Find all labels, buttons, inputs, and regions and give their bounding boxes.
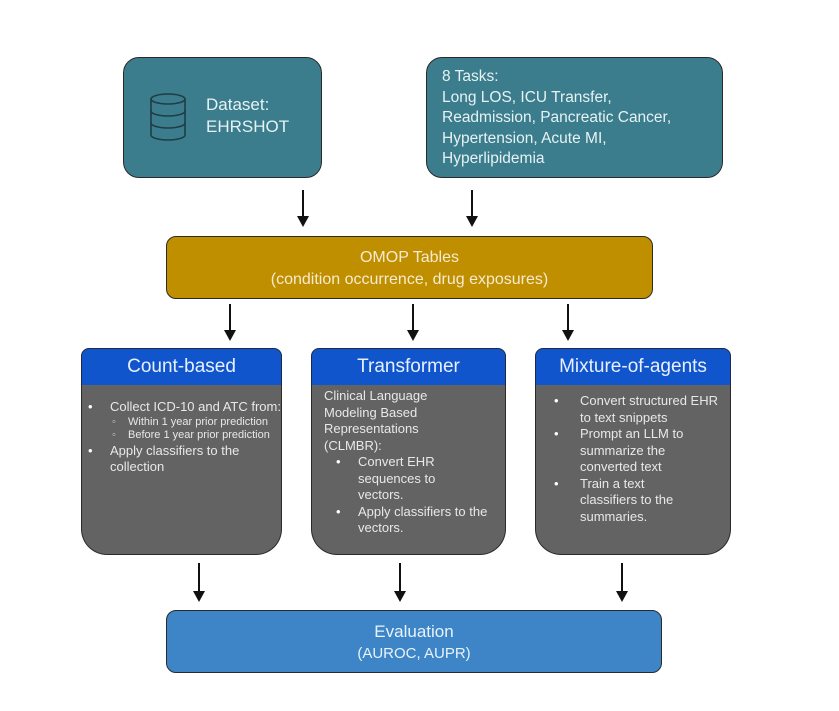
dataset-label: Dataset: EHRSHOT — [206, 94, 289, 138]
bullet-item: Apply classifiers to the collection — [82, 443, 281, 476]
sub-bullet-item: Before 1 year prior prediction — [82, 429, 281, 443]
arrow-omop-to-transformer — [407, 304, 419, 342]
arrow-dataset-to-omop — [297, 190, 309, 228]
method-title: Count-based — [81, 348, 282, 386]
tasks-line: Readmission, Pancreatic Cancer, — [442, 109, 672, 126]
omop-subtitle: (condition occurrence, drug exposures) — [270, 271, 549, 288]
dataset-label-title: Dataset: — [206, 95, 270, 114]
arrow-omop-to-count — [224, 304, 236, 342]
sub-bullet-item: Within 1 year prior prediction — [82, 416, 281, 430]
dataset-name: EHRSHOT — [206, 117, 290, 136]
tasks-line: Long LOS, ICU Transfer, — [442, 88, 612, 106]
bullet-text: Collect ICD-10 and ATC from: — [110, 399, 281, 414]
method-title: Mixture-of-agents — [535, 348, 731, 386]
database-icon — [150, 93, 186, 141]
bullet-item: Collect ICD-10 and ATC from: Within 1 ye… — [82, 399, 281, 443]
tasks-line: Hyperlipidemia — [442, 150, 545, 167]
bullet-item: Convert EHR sequences to vectors. — [324, 454, 497, 504]
arrow-transformer-to-evaluation — [394, 563, 406, 603]
arrow-count-to-evaluation — [193, 563, 205, 603]
method-body: Convert structured EHR to text snippets … — [535, 385, 731, 555]
method-body: Clinical Language Modeling Based Represe… — [311, 385, 506, 555]
method-mixture-of-agents: Mixture-of-agents Convert structured EHR… — [535, 348, 731, 555]
evaluation-box: Evaluation (AUROC, AUPR) — [166, 610, 662, 673]
method-body: Collect ICD-10 and ATC from: Within 1 ye… — [81, 385, 282, 555]
arrow-moa-to-evaluation — [616, 563, 628, 603]
tasks-line: Hypertension, Acute MI, — [442, 129, 607, 147]
bullet-item: Apply classifiers to the vectors. — [324, 504, 497, 537]
evaluation-title: Evaluation — [374, 622, 454, 641]
dataset-box: Dataset: EHRSHOT — [123, 57, 322, 178]
tasks-title: 8 Tasks: — [442, 68, 499, 85]
method-transformer: Transformer Clinical Language Modeling B… — [311, 348, 506, 555]
method-title: Transformer — [311, 348, 506, 386]
bullet-item: Convert structured EHR to text snippets — [536, 393, 730, 426]
bullet-item: Train a text classifiers to the summarie… — [536, 476, 730, 526]
method-intro: Clinical Language Modeling Based Represe… — [324, 388, 428, 453]
omop-title: OMOP Tables — [359, 249, 459, 266]
tasks-box: 8 Tasks: Long LOS, ICU Transfer, Readmis… — [426, 57, 723, 178]
evaluation-subtitle: (AUROC, AUPR) — [357, 645, 471, 662]
method-count-based: Count-based Collect ICD-10 and ATC from:… — [81, 348, 282, 555]
omop-tables-box: OMOP Tables (condition occurrence, drug … — [166, 236, 653, 299]
arrow-omop-to-moa — [562, 304, 574, 342]
bullet-item: Prompt an LLM to summarize the converted… — [536, 426, 730, 476]
arrow-tasks-to-omop — [466, 190, 478, 228]
